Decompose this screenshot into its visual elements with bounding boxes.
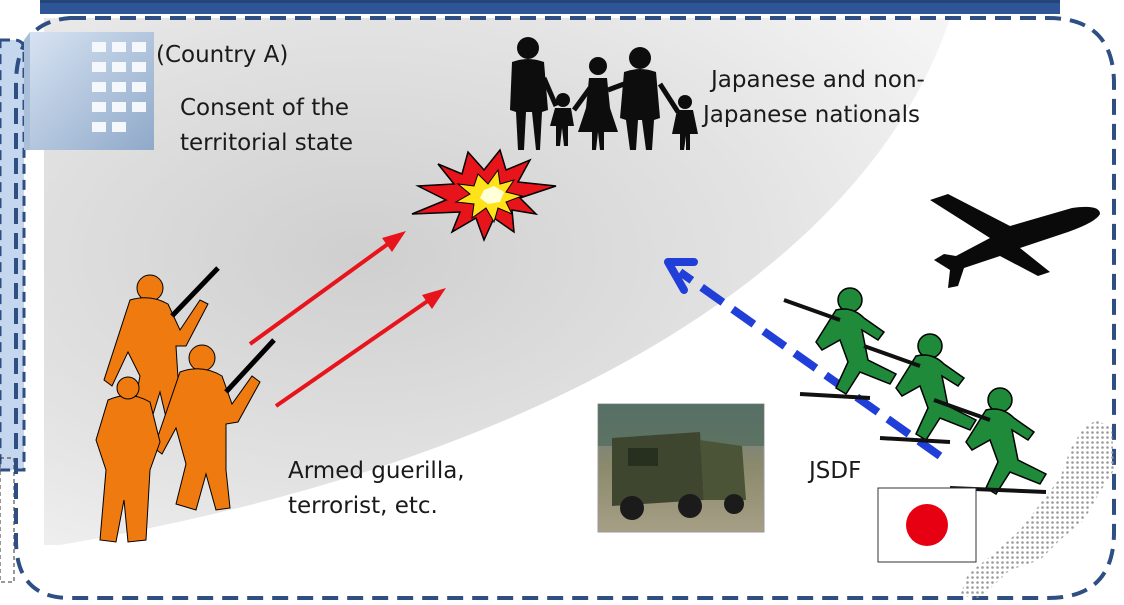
military-truck-photo [597,403,765,533]
dashed-frame [14,16,1116,600]
family-silhouette-icon [510,37,698,150]
jsdf-label: JSDF [809,458,862,484]
title-bar [40,0,1060,14]
guerilla-label-line2: terrorist, etc. [288,493,438,519]
country-a-label: (Country A) [156,42,289,68]
building-icon [24,32,154,150]
attack-arrows [248,231,446,408]
guerilla-label-line1: Armed guerilla, [288,458,465,484]
airplane-icon [930,194,1100,288]
consent-label-line1: Consent of the [180,95,349,121]
explosion-icon [411,148,557,242]
nationals-label-line2: Japanese nationals [703,102,920,128]
jsdf-soldiers-icon [783,287,1048,496]
consent-label-line2: territorial state [180,130,354,156]
left-side-panel [0,38,26,583]
country-a-region [44,18,950,545]
rescue-arrow [664,258,943,460]
japan-map-icon [960,420,1114,598]
armed-guerilla-icon [95,266,276,543]
japan-flag-icon [877,487,977,563]
nationals-label-line1: Japanese and non- [711,67,925,93]
